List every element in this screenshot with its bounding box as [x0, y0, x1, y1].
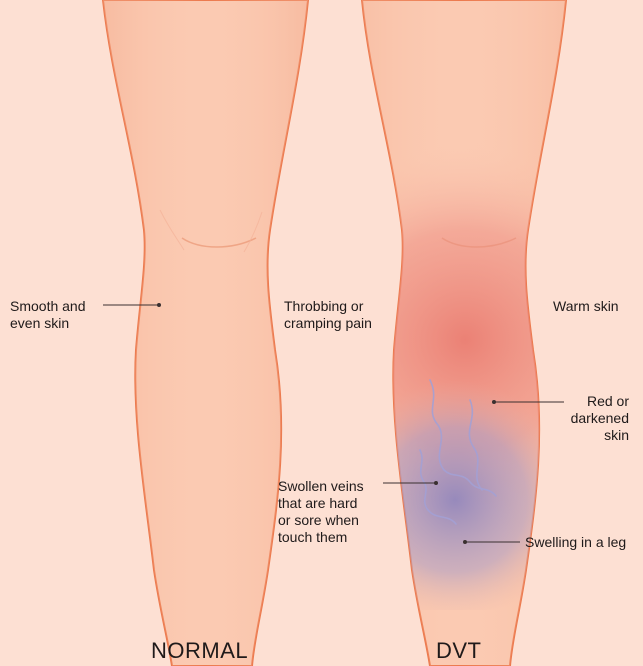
label-swelling-leg: Swelling in a leg: [525, 534, 626, 551]
label-throbbing-pain: Throbbing or cramping pain: [284, 298, 372, 332]
label-red-darkened-skin: Red or darkened skin: [571, 393, 629, 444]
label-swollen-veins: Swollen veins that are hard or sore when…: [278, 478, 364, 546]
bruise-area: [340, 360, 580, 610]
label-warm-skin: Warm skin: [553, 298, 619, 315]
caption-normal: NORMAL: [151, 638, 248, 664]
label-smooth-even-skin: Smooth and even skin: [10, 298, 86, 332]
caption-dvt: DVT: [436, 638, 482, 664]
